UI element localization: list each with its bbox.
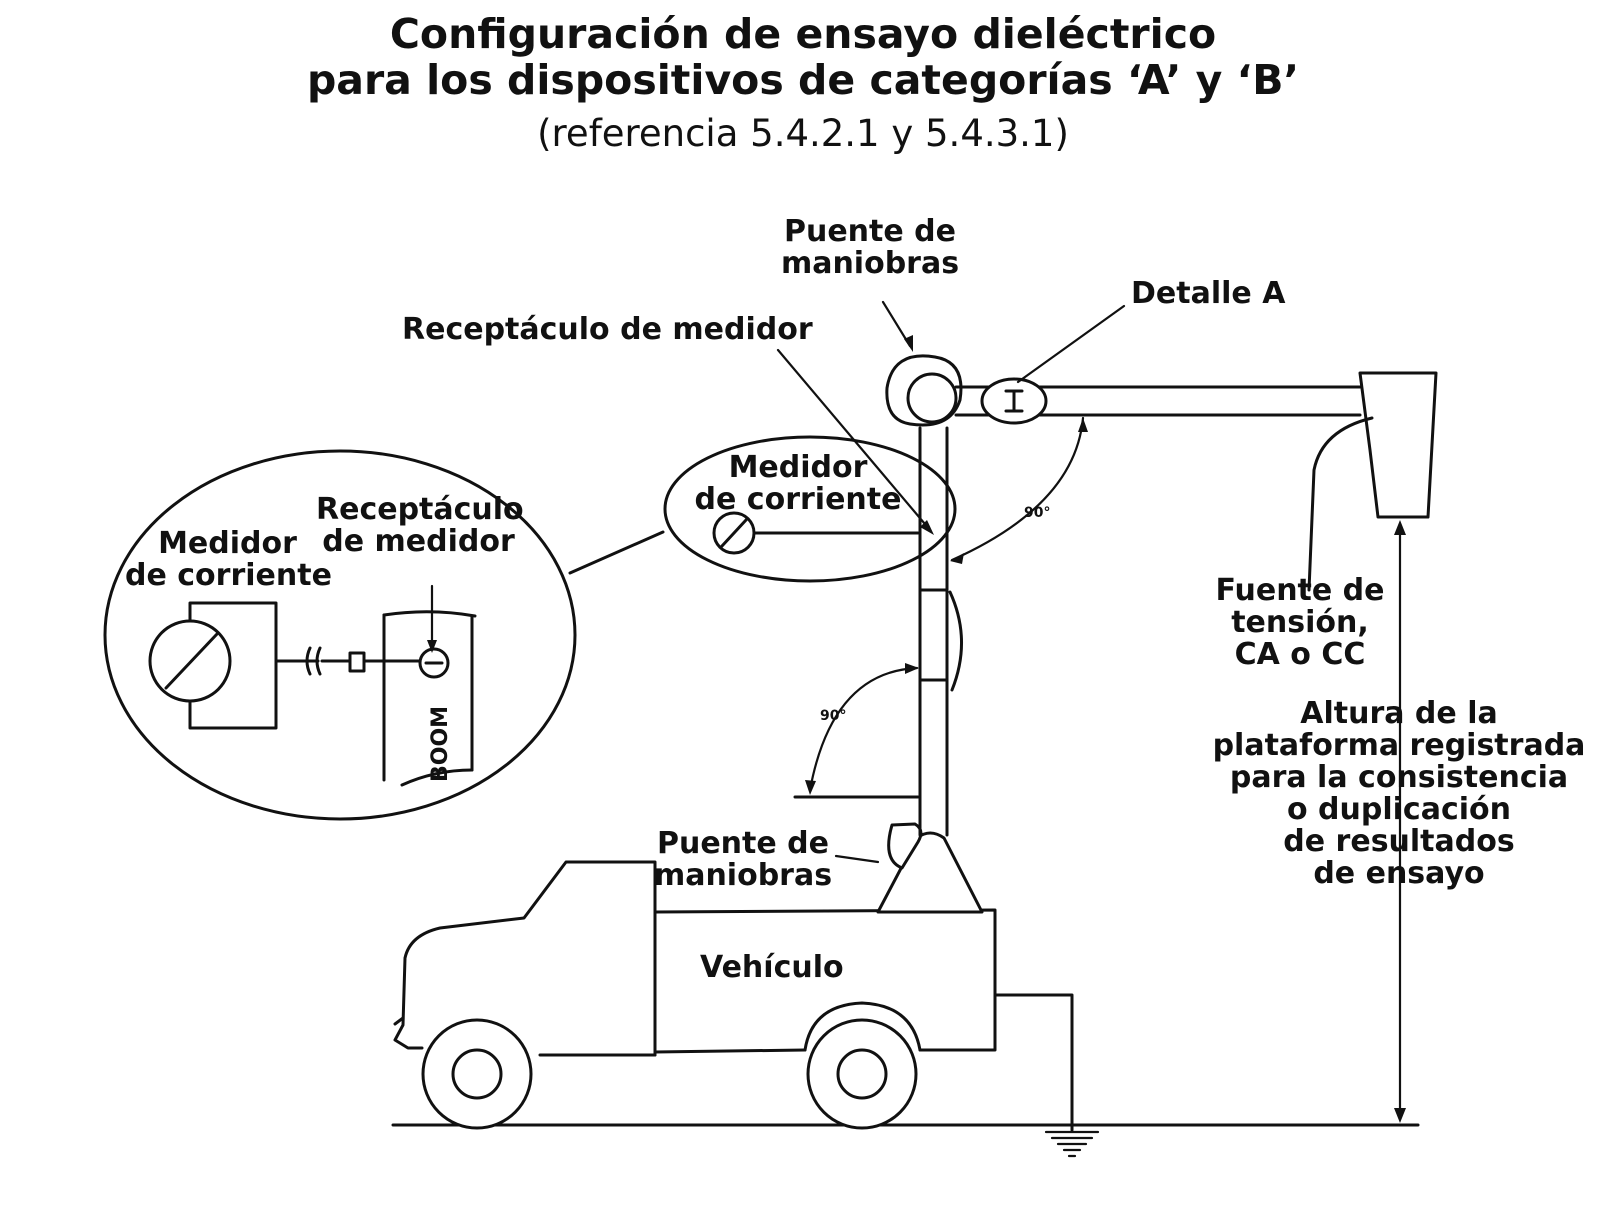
label-altura-line-3: para la consistencia <box>1229 760 1569 795</box>
label-altura-line-4: o duplicación <box>1287 792 1511 827</box>
label-puente-bottom-line-1: Puente de <box>656 826 829 861</box>
label-detail-receptaculo: Receptáculo de medidor <box>316 492 524 559</box>
upper-angle-arc <box>950 416 1085 562</box>
label-detail-medidor-line-2: de corriente <box>125 558 332 593</box>
meter-callout-ellipse <box>663 435 957 583</box>
label-vehiculo: Vehículo <box>700 950 844 985</box>
label-altura-line-6: de ensayo <box>1313 856 1485 891</box>
label-receptaculo-top: Receptáculo de medidor <box>402 312 813 347</box>
label-altura-line-5: de resultados <box>1283 824 1515 859</box>
subtitle: (referencia 5.4.2.1 y 5.4.3.1) <box>537 112 1069 155</box>
title-line-1: Configuración de ensayo dieléctrico <box>389 10 1217 58</box>
label-detail-medidor: Medidor de corriente <box>125 526 332 593</box>
label-detalle-a: Detalle A <box>1131 276 1286 311</box>
label-boom: BOOM <box>428 705 453 782</box>
title-line-2: para los dispositivos de categorías ‘A’ … <box>306 56 1300 104</box>
label-fuente-line-2: tensión, <box>1231 605 1369 640</box>
vehicle <box>393 822 1074 1132</box>
label-altura-line-1: Altura de la <box>1300 696 1498 731</box>
label-altura: Altura de la plataforma registrada para … <box>1210 698 1588 890</box>
label-angle-upper: 90° <box>1024 505 1051 521</box>
vertical-boom <box>885 354 1438 837</box>
label-detail-receptaculo-line-2: de medidor <box>322 524 515 559</box>
ground-symbol-icon <box>1044 1130 1100 1158</box>
label-angle-lower: 90° <box>820 708 847 724</box>
label-medidor-mid: Medidor de corriente <box>693 452 903 516</box>
current-meter-icon <box>712 511 756 555</box>
label-medidor-mid-line-1: Medidor <box>728 450 868 485</box>
label-puente-top-line-1: Puente de <box>783 214 956 249</box>
label-puente-bottom-line-2: maniobras <box>653 858 833 893</box>
label-fuente-line-3: CA o CC <box>1234 637 1366 672</box>
label-puente-bottom: Puente de maniobras <box>648 828 838 892</box>
label-detail-medidor-line-1: Medidor <box>158 526 297 561</box>
detail-callout-ellipse <box>103 449 577 821</box>
label-puente-top-line-2: maniobras <box>780 246 960 281</box>
lower-angle-arc <box>808 666 919 792</box>
label-fuente: Fuente de tensión, CA o CC <box>1200 575 1400 671</box>
label-altura-line-2: plataforma registrada <box>1212 728 1586 763</box>
label-medidor-mid-line-2: de corriente <box>694 482 902 517</box>
label-puente-top: Puente de maniobras <box>780 216 960 280</box>
label-fuente-line-1: Fuente de <box>1215 573 1385 608</box>
label-detail-receptaculo-line-1: Receptáculo <box>316 492 524 527</box>
detail-meter <box>148 601 450 730</box>
